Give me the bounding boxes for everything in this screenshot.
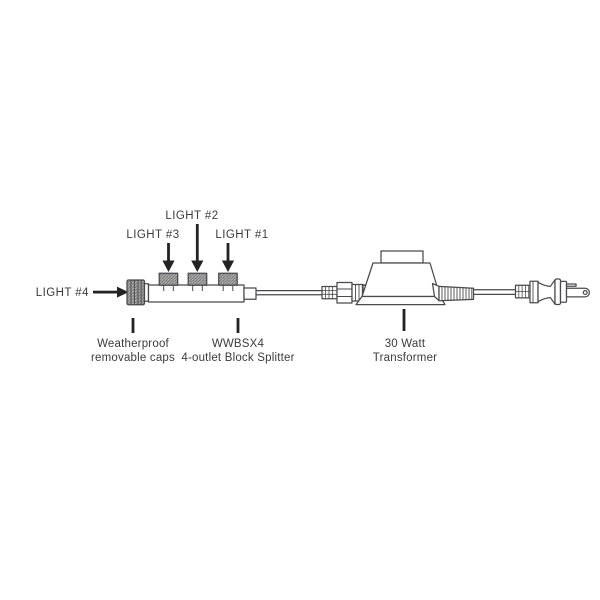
splitter-pointer-line: [236, 318, 240, 333]
transformer-base: [355, 295, 446, 306]
outlet-neck-lines: [163, 285, 234, 291]
connector-hex-nut: [336, 281, 353, 304]
connector-thread-lines: [322, 286, 337, 299]
transformer-body: [361, 262, 441, 298]
transformer-output-cord: [473, 289, 516, 296]
plug-prong-top: [565, 283, 577, 287]
strain-relief-outline: [438, 285, 475, 302]
outlet-cap-3: [158, 272, 179, 286]
plug-face-outer: [559, 280, 568, 303]
transformer-caption-line2: Transformer: [373, 352, 437, 364]
transformer-caption-line1: 30 Watt: [385, 338, 426, 350]
plug-prong-bottom: [565, 287, 590, 298]
light-2-arrow-icon: [191, 224, 204, 272]
labels: LIGHT #2 LIGHT #3 LIGHT #1 LIGHT #4 Weat…: [36, 210, 437, 364]
light-4-arrow-icon: [93, 286, 129, 298]
weatherproof-end-cap: [126, 279, 146, 306]
plug-face-inner: [554, 278, 562, 306]
caps-caption-line2: removable caps: [91, 352, 175, 364]
caps-caption-line1: Weatherproof: [97, 338, 169, 350]
light-3-label: LIGHT #3: [126, 229, 179, 241]
transformer-top-block: [380, 250, 424, 264]
light-2-label: LIGHT #2: [165, 210, 218, 222]
outlet-cap-1: [218, 272, 238, 286]
splitter-output-cable: [256, 289, 322, 296]
outlet-cap-2: [187, 272, 208, 286]
hex-nut-facet-lines: [337, 288, 352, 297]
transformer-drawing: [355, 250, 516, 306]
splitter-caption-line2: 4-outlet Block Splitter: [181, 352, 294, 364]
arrows-and-ticks: [93, 224, 406, 333]
plug-strain-relief-grid: [515, 285, 530, 298]
line-art: [126, 250, 590, 306]
plug-prong-hole: [582, 289, 588, 296]
light-4-label: LIGHT #4: [36, 287, 89, 299]
end-cap-rib-lines: [130, 280, 142, 305]
splitter-output-step: [243, 287, 257, 300]
splitter-drawing: [126, 272, 322, 306]
connector-thread-block: [321, 285, 338, 300]
light-1-arrow-icon: [221, 243, 235, 272]
splitter-body: [147, 284, 245, 303]
splitter-caption-line1: WWBSX4: [212, 338, 265, 350]
transformer-pointer-line: [402, 309, 406, 331]
plug-body: [537, 279, 556, 305]
strain-relief-rib-lines: [441, 286, 473, 301]
plug-drawing: [514, 278, 590, 306]
plug-collar: [529, 280, 539, 304]
light-1-label: LIGHT #1: [215, 229, 268, 241]
light-3-arrow-icon: [162, 243, 175, 272]
caps-pointer-line: [131, 318, 135, 333]
